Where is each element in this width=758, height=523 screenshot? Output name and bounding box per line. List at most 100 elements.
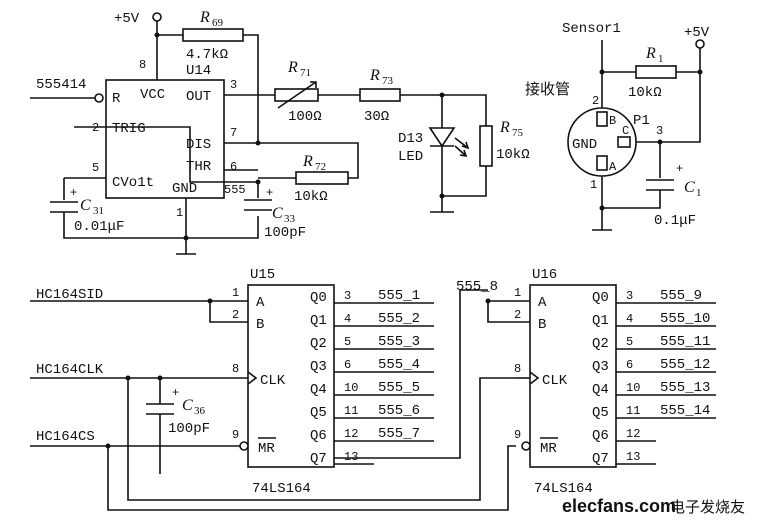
watermark-site: elecfans.com [562, 496, 676, 516]
u15-pin-q1: Q1 [310, 313, 327, 329]
u15-pin-q6: Q6 [310, 428, 327, 444]
c31-value: 0.01μF [74, 219, 124, 235]
r69-wires [157, 34, 259, 143]
u15-net-q1: 555_2 [378, 311, 420, 327]
sensor-ground [592, 208, 612, 231]
u15-pin-q4: Q4 [310, 382, 327, 398]
r75-wire [442, 166, 487, 197]
r69-ref: R [199, 9, 210, 26]
u15-cs-label: HC164CS [36, 429, 95, 445]
vcc-label: +5V [114, 11, 140, 27]
p1-num-bottom: 1 [590, 178, 597, 192]
u15-sid-label: HC164SID [36, 287, 103, 303]
led-emission-icon [454, 137, 470, 158]
u15-num-mr: 9 [232, 428, 239, 442]
timer-section: +5V R 69 4.7kΩ U14 VCC OUT R TRIG DIS TH… [30, 9, 530, 255]
u16-pin-q0: Q0 [592, 290, 609, 306]
u15-pin-q7: Q7 [310, 451, 327, 467]
junction-dot [255, 140, 261, 146]
reset-terminal [94, 93, 104, 103]
watermark-cn: 电子发烧友 [670, 498, 745, 516]
r75-value: 10kΩ [496, 147, 530, 163]
r69-value: 4.7kΩ [186, 47, 228, 63]
u16-num-a: 1 [514, 286, 521, 300]
u15-num-q7: 13 [344, 450, 358, 464]
c31-capacitor [50, 201, 259, 239]
junction-dot [439, 193, 445, 199]
u14-body [105, 79, 225, 199]
u14-pin-cvolt: CVo1t [112, 175, 154, 191]
junction-dot [207, 298, 213, 304]
sensor-label-cn: 接收管 [525, 80, 570, 98]
u15-pin-b: B [256, 317, 264, 333]
u16-pin-q4: Q4 [592, 382, 609, 398]
c1-capacitor [601, 142, 674, 209]
c31-ref: C [80, 197, 91, 214]
u15-clk-edge-icon [247, 371, 258, 385]
u16-pin-q5: Q5 [592, 405, 609, 421]
vcc-terminal [152, 12, 162, 22]
u15-net-q4: 555_5 [378, 380, 420, 396]
u16-net-q1: 555_10 [660, 311, 710, 327]
u16-pin-a: A [538, 295, 547, 311]
u14-num-dis: 7 [230, 126, 237, 140]
u16-num-q6: 12 [626, 427, 640, 441]
c36-plus: + [172, 386, 179, 400]
c31-plus: + [70, 186, 77, 200]
u15-pin-q2: Q2 [310, 336, 327, 352]
u15-body [247, 284, 335, 468]
out-wire [224, 94, 487, 126]
u14-pin-r: R [112, 91, 121, 107]
c1-plus: + [676, 162, 683, 176]
u14-pin-vcc: VCC [140, 87, 165, 103]
u15-ref: U15 [250, 267, 275, 283]
r1-ref-sub: 1 [658, 53, 664, 65]
r72-value: 10kΩ [294, 189, 328, 205]
u15-num-a: 1 [232, 286, 239, 300]
u16-num-mr: 9 [514, 428, 521, 442]
u16-pin-mr: MR [540, 441, 557, 457]
trig-wire [74, 126, 224, 183]
c31-ref-sub: 31 [93, 205, 104, 217]
r71-value: 100Ω [288, 109, 322, 125]
u16-num-q3: 6 [626, 358, 633, 372]
u16-pin-q1: Q1 [592, 313, 609, 329]
u14-pin-gnd: GND [172, 181, 197, 197]
u15-net-q0: 555_1 [378, 288, 420, 304]
sensor-vcc-label: +5V [684, 25, 710, 41]
c33-ref-sub: 33 [284, 213, 296, 225]
u15-num-q3: 6 [344, 358, 351, 372]
u16-clk-edge-icon [529, 371, 540, 385]
p1-pin-c-pad [617, 136, 631, 148]
u16-pin-q6: Q6 [592, 428, 609, 444]
u16-pin-b: B [538, 317, 546, 333]
u16-pin-q7: Q7 [592, 451, 609, 467]
r73-resistor [359, 88, 401, 102]
r71-ref-sub: 71 [300, 67, 311, 79]
r72-ref-sub: 72 [315, 161, 326, 173]
p1-pin-c: C [622, 124, 629, 138]
u14-num-vcc: 8 [139, 58, 146, 72]
cvolt-wire [63, 177, 106, 200]
p1-pin-b-pad [596, 111, 608, 127]
r73-value: 30Ω [364, 109, 389, 125]
u15-num-q4: 10 [344, 381, 358, 395]
junction-dot [183, 235, 189, 241]
u16-num-q0: 3 [626, 289, 633, 303]
u15-pin-q0: Q0 [310, 290, 327, 306]
u15-num-q0: 3 [344, 289, 351, 303]
r72-resistor [295, 171, 349, 185]
u16-num-q4: 10 [626, 381, 640, 395]
u14-pin-thr: THR [186, 159, 212, 175]
p1-pin-a: A [609, 160, 617, 174]
u14-output-net: 555 [224, 183, 246, 197]
u15-clk-label: HC164CLK [36, 362, 104, 378]
c33-value: 100pF [264, 225, 306, 241]
r69-ref-sub: 69 [212, 17, 224, 29]
u15-section: U15 74LS164 HC164SID 1 2 A B HC164CLK 8 … [30, 267, 516, 511]
junction-dot [599, 205, 605, 211]
u15-mr-bubble [239, 441, 249, 451]
